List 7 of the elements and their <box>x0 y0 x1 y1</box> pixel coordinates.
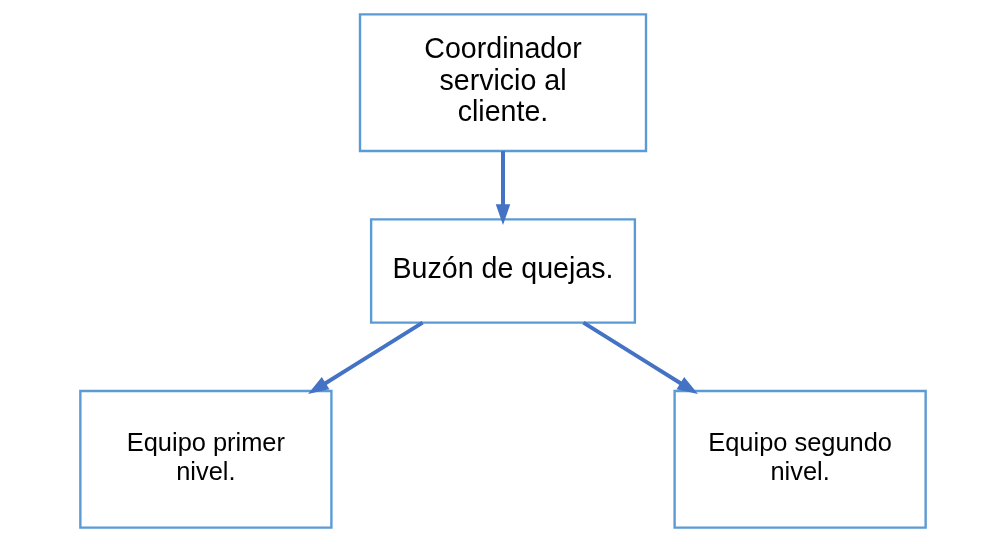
node-box: Equipo primer nivel. <box>79 389 333 529</box>
node-box: Equipo segundo nivel. <box>673 389 927 529</box>
arrow <box>495 151 511 225</box>
node-box: Coordinador servicio al cliente. <box>358 13 648 153</box>
node-box: Buzón de quejas. <box>369 218 637 324</box>
arrow <box>582 321 698 395</box>
arrow <box>308 321 424 395</box>
